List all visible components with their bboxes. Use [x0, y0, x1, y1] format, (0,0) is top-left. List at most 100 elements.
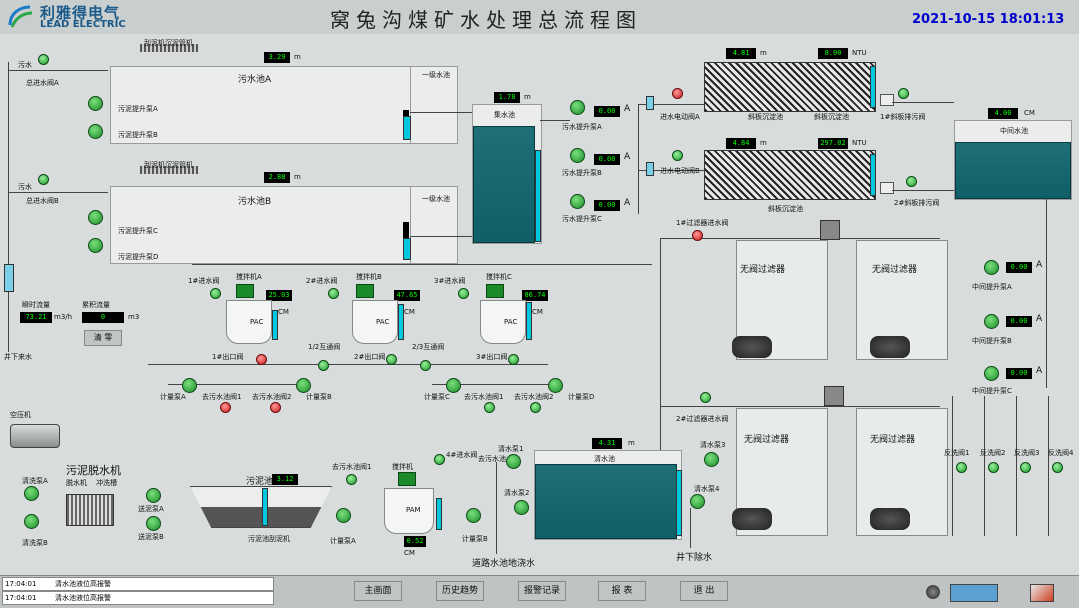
nav-exit-button[interactable]: 退 出 — [680, 581, 728, 601]
clear-pool-level: 4.31 — [592, 438, 622, 449]
unit: CM — [278, 308, 289, 316]
pipe — [660, 406, 940, 407]
sewage-lift-pump-a-icon[interactable] — [570, 100, 585, 115]
inlet-electric-valve-b[interactable] — [672, 150, 683, 161]
nav-report-button[interactable]: 报 表 — [598, 581, 646, 601]
sludge-pump-c-icon[interactable] — [88, 210, 103, 225]
valve-label: 进水电动阀B — [660, 167, 700, 175]
clear-pump-3-icon[interactable] — [704, 452, 719, 467]
to-sewage-valve-3[interactable] — [484, 402, 495, 413]
valve-label: 2#进水阀 — [306, 277, 338, 285]
valve-label: 2#过滤器进水阀 — [676, 415, 729, 423]
valve-label: 去污水池阀2 — [252, 393, 292, 401]
pool-title: 一级水池 — [422, 71, 450, 79]
mixer-b-icon[interactable] — [356, 284, 374, 298]
total-inlet-valve-b[interactable] — [38, 174, 49, 185]
filter-label: 无阀过滤器 — [740, 265, 786, 275]
backwash-valve-3[interactable] — [1020, 462, 1031, 473]
meter-pump-pam-b-icon[interactable] — [466, 508, 481, 523]
backwash-valve-1[interactable] — [956, 462, 967, 473]
sludge-pump-d-icon[interactable] — [88, 238, 103, 253]
alarm-row[interactable]: 17:04:01 清水池液位高报警 — [2, 577, 274, 591]
sewage-lift-pump-b-icon[interactable] — [570, 148, 585, 163]
mixer-a-icon[interactable] — [236, 284, 254, 298]
pump-label: 污泥提升泵D — [118, 253, 159, 261]
meter-pump-pam-a-icon[interactable] — [336, 508, 351, 523]
tank-label: 斜板沉淀池 — [768, 205, 803, 213]
to-sewage-valve-4[interactable] — [530, 402, 541, 413]
alarm-message: 清水池液位高报警 — [55, 594, 111, 602]
filter2-inlet-valve[interactable] — [700, 392, 711, 403]
to-sewage-valve-1[interactable] — [220, 402, 231, 413]
compressor-label: 空压机 — [10, 411, 31, 419]
pool-b-level: 2.88 — [264, 172, 290, 183]
alarm-message: 清水池液位高报警 — [55, 580, 111, 588]
nav-alarm-button[interactable]: 报警记录 — [518, 581, 566, 601]
backwash-valve-4[interactable] — [1052, 462, 1063, 473]
to-sewage-valve-2[interactable] — [270, 402, 281, 413]
inlet-electric-valve-a[interactable] — [672, 88, 683, 99]
meter-pump-a-icon[interactable] — [182, 378, 197, 393]
level-bar-fill — [676, 470, 682, 536]
backwash-valve-2[interactable] — [988, 462, 999, 473]
wash-pump-a-icon[interactable] — [24, 486, 39, 501]
valveless-filter-3 — [736, 408, 828, 536]
valve-label: 去污水池阀1 — [332, 463, 372, 471]
alarm-time: 17:04:01 — [5, 594, 37, 602]
pump-b-current: 0.00 — [594, 154, 620, 165]
inst-flow-value: 73.21 — [20, 312, 52, 323]
valve-label: 4#进水阀 — [446, 451, 478, 459]
sludge-feed-pump-b-icon[interactable] — [146, 516, 161, 531]
level-bar-fill — [870, 66, 876, 108]
outlet-valve-2[interactable] — [386, 354, 397, 365]
outlet-valve-3[interactable] — [508, 354, 519, 365]
sewage-lift-pump-c-icon[interactable] — [570, 194, 585, 209]
flow-meter-icon — [646, 96, 654, 110]
sludge-feed-pump-a-icon[interactable] — [146, 488, 161, 503]
sludge-pump-a-icon[interactable] — [88, 96, 103, 111]
sewage-in-label: 污水 — [18, 61, 32, 69]
pam-mixer-icon[interactable] — [398, 472, 416, 486]
crossover-valve-23[interactable] — [420, 360, 431, 371]
middle-lift-pump-c-icon[interactable] — [984, 366, 999, 381]
wash-pump-b-icon[interactable] — [24, 514, 39, 529]
user-icon[interactable] — [926, 585, 940, 599]
middle-lift-pump-a-icon[interactable] — [984, 260, 999, 275]
mixer-label: 搅拌机A — [236, 273, 262, 281]
drain-box — [880, 182, 894, 194]
nav-main-button[interactable]: 主画面 — [354, 581, 402, 601]
plate-drain-valve-2[interactable] — [906, 176, 917, 187]
clear-pump-4-icon[interactable] — [690, 494, 705, 509]
inlet-valve-1[interactable] — [210, 288, 221, 299]
meter-pump-b-icon[interactable] — [296, 378, 311, 393]
alarm-row[interactable]: 17:04:01 清水池液位高报警 — [2, 591, 274, 605]
inlet-valve-3[interactable] — [458, 288, 469, 299]
to-sewage-valve-sludge[interactable] — [346, 474, 357, 485]
middle-pump-a-current: 0.00 — [1006, 262, 1032, 273]
unit: A — [1036, 366, 1043, 376]
settle-b-turbidity: 297.02 — [818, 138, 848, 149]
plate-drain-valve-1[interactable] — [898, 88, 909, 99]
pipe — [638, 104, 639, 214]
pump-label: 送泥泵B — [138, 533, 164, 541]
sludge-pump-b-icon[interactable] — [88, 124, 103, 139]
nav-history-button[interactable]: 历史趋势 — [436, 581, 484, 601]
filter1-inlet-valve[interactable] — [692, 230, 703, 241]
clear-flow-button[interactable]: 清 零 — [84, 330, 122, 346]
unit: m — [628, 439, 635, 447]
pump-c-current: 0.00 — [594, 200, 620, 211]
meter-pump-c-icon[interactable] — [446, 378, 461, 393]
inlet-valve-2[interactable] — [328, 288, 339, 299]
total-inlet-valve-a[interactable] — [38, 54, 49, 65]
middle-lift-pump-b-icon[interactable] — [984, 314, 999, 329]
crossover-valve-12[interactable] — [318, 360, 329, 371]
mixer-c-icon[interactable] — [486, 284, 504, 298]
outlet-valve-1[interactable] — [256, 354, 267, 365]
clear-pump-1-icon[interactable] — [506, 454, 521, 469]
clear-pump-2-icon[interactable] — [514, 500, 529, 515]
pac-a-level: 25.03 — [266, 290, 292, 301]
clear-pool-water — [535, 464, 677, 539]
inlet-valve-4[interactable] — [434, 454, 445, 465]
meter-pump-d-icon[interactable] — [548, 378, 563, 393]
air-compressor-icon — [10, 424, 60, 448]
